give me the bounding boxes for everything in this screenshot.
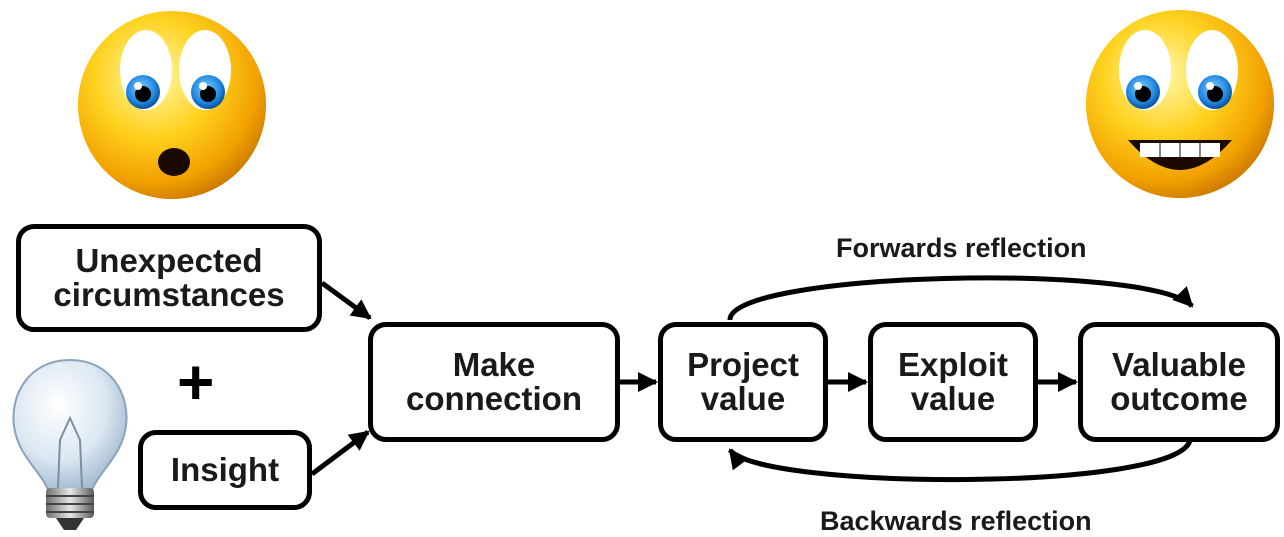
valuable-outcome-box: Valuable outcome [1078, 322, 1280, 442]
project-value-box: Project value [658, 322, 828, 442]
arrow-insight-to-connection [310, 430, 370, 476]
insight-box: Insight [138, 430, 312, 510]
plus-sign: + [177, 346, 215, 418]
arrow-unexpected-to-connection [320, 280, 372, 321]
forwards-reflection-label: Forwards reflection [836, 233, 1087, 263]
backwards-reflection-label: Backwards reflection [820, 506, 1092, 536]
backwards-reflection-arrow [728, 438, 1193, 483]
surprised-face-icon [78, 11, 266, 199]
exploit-value-box: Exploit value [868, 322, 1038, 442]
make-connection-box: Make connection [368, 322, 620, 442]
happy-face-icon [1086, 10, 1274, 198]
lightbulb-icon [12, 358, 128, 530]
unexpected-circumstances-box: Unexpected circumstances [16, 224, 322, 332]
forwards-reflection-arrow [727, 275, 1194, 321]
